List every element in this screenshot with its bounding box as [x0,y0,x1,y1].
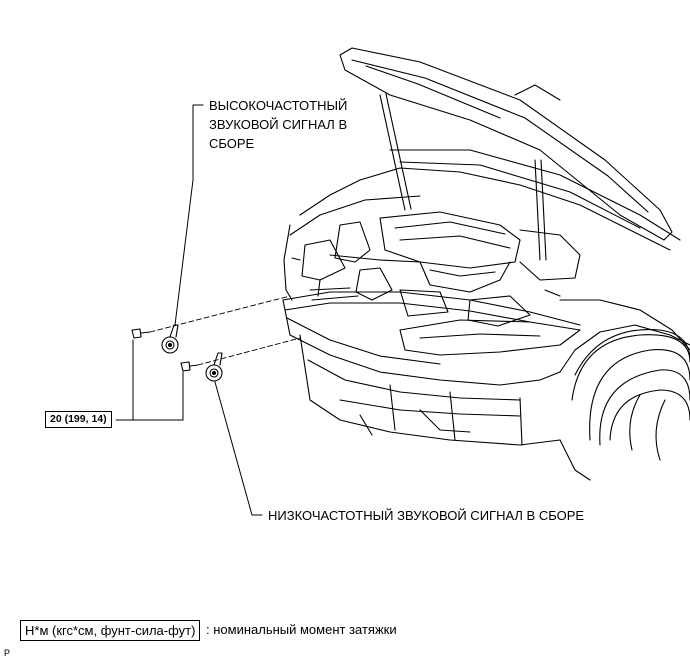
torque-spec-box: 20 (199, 14) [45,411,112,428]
vehicle-illustration [282,47,690,481]
mounting-lines [149,295,301,366]
low-horn-label: НИЗКОЧАСТОТНЫЙ ЗВУКОВОЙ СИГНАЛ В СБОРЕ [268,508,585,523]
high-horn-label-line-2: ЗВУКОВОЙ СИГНАЛ В [209,117,348,132]
high-horn-label-line-1: ВЫСОКОЧАСТОТНЫЙ [209,98,348,113]
high-pitch-horn [161,324,179,354]
torque-legend-description: : номинальный момент затяжки [206,622,397,637]
high-horn-label: ВЫСОКОЧАСТОТНЫЙ ЗВУКОВОЙ СИГНАЛ В СБОРЕ [209,96,347,153]
high-horn-label-line-3: СБОРЕ [209,136,255,151]
corner-mark: P [4,648,11,658]
torque-units-legend-box: Н*м (кгс*см, фунт-сила-фут) [20,620,201,641]
bolt-lower [180,361,199,372]
leader-lines [115,104,263,516]
low-pitch-horn [205,352,223,382]
bolt-upper [131,328,151,339]
